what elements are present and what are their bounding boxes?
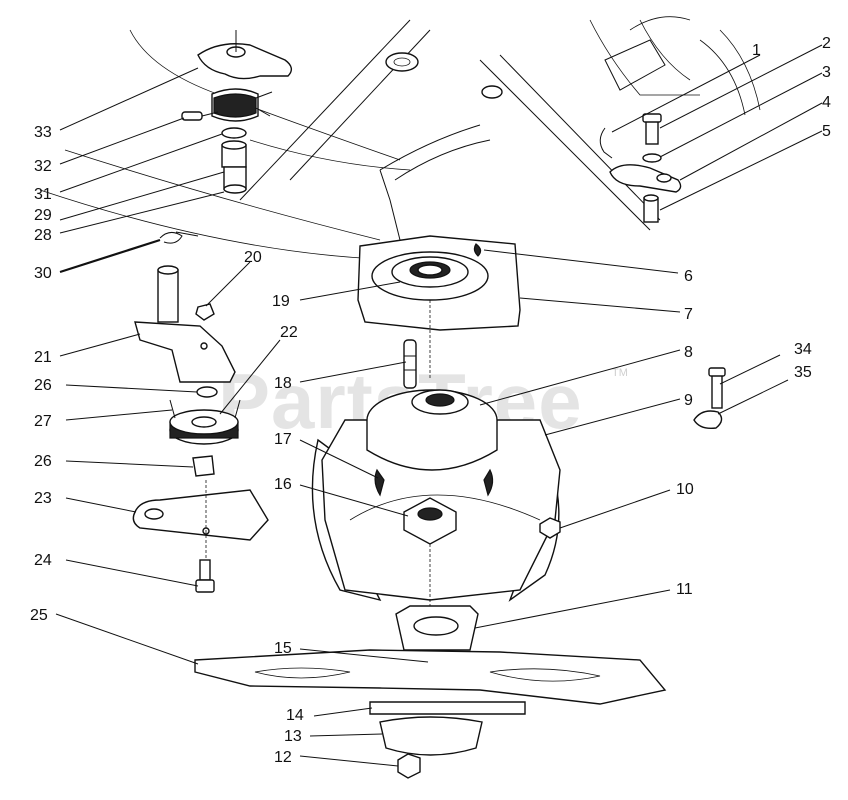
callout-6: 6: [684, 268, 693, 285]
bolt-part-34: [711, 371, 723, 409]
clip-part-17a: [374, 468, 385, 497]
callout-29: 29: [34, 207, 52, 224]
callout-34: 34: [794, 341, 812, 358]
leader-lines: [55, 44, 823, 767]
callout-24: 24: [34, 552, 52, 569]
callout-18: 18: [274, 375, 292, 392]
callout-26-lower: 26: [34, 453, 52, 470]
deck-plate-assembly: [357, 235, 521, 380]
callout-35: 35: [794, 364, 812, 381]
callout-21: 21: [34, 349, 52, 366]
housing-hole: [481, 85, 503, 99]
callout-25: 25: [30, 607, 48, 624]
callout-3: 3: [822, 64, 831, 81]
drive-pin-part-18: [403, 339, 417, 389]
callout-30: 30: [34, 265, 52, 282]
callout-12: 12: [274, 749, 292, 766]
washer-part-3: [642, 153, 662, 163]
callout-23: 23: [34, 490, 52, 507]
callout-16: 16: [274, 476, 292, 493]
spacer-part-26b: [192, 455, 215, 477]
callout-27: 27: [34, 413, 52, 430]
callout-26-upper: 26: [34, 377, 52, 394]
nut-part-10: [539, 517, 561, 539]
callout-8: 8: [684, 344, 693, 361]
belt-part-22: [169, 399, 241, 419]
callout-32: 32: [34, 158, 52, 175]
callout-labels: 1 2 3 4 5 6 7 8 9 10 11 12 13 14 15 16 1…: [30, 35, 831, 766]
washer-part-35: [693, 410, 723, 430]
cover-part-13: [379, 716, 483, 756]
handle-assembly: [181, 30, 293, 194]
callout-20: 20: [244, 249, 262, 266]
clip-part-17b: [483, 468, 494, 497]
callout-14: 14: [286, 707, 304, 724]
bolt-part-24: [199, 559, 211, 581]
callout-10: 10: [676, 481, 694, 498]
callout-5: 5: [822, 123, 831, 140]
pulley-frame-assembly: [311, 367, 726, 610]
callout-33: 33: [34, 124, 52, 141]
callout-19: 19: [272, 293, 290, 310]
idler-assembly: [132, 231, 269, 593]
callout-28: 28: [34, 227, 52, 244]
bracket-part-21: [134, 321, 236, 383]
watermark-trademark: TM: [612, 367, 628, 379]
nut-part-12: [397, 753, 421, 779]
hub-part-16: [403, 497, 457, 545]
pin-part-6: [473, 243, 482, 257]
callout-17: 17: [274, 431, 292, 448]
callout-1: 1: [752, 42, 761, 59]
callout-31: 31: [34, 186, 52, 203]
clip-part-1: [599, 127, 613, 159]
bolt-part-31: [181, 111, 203, 121]
lever-part-33: [197, 43, 293, 80]
plate-part-23: [132, 489, 269, 541]
shaft-part-21: [157, 269, 179, 323]
spacer-part-26: [196, 386, 218, 398]
callout-22: 22: [280, 324, 298, 341]
callout-15: 15: [274, 640, 292, 657]
latch-assembly: [599, 113, 682, 223]
washer-part-29: [221, 127, 247, 139]
callout-13: 13: [284, 728, 302, 745]
callout-11: 11: [676, 581, 693, 598]
stiffener-part-14: [369, 701, 526, 715]
nut-part-20: [195, 303, 215, 321]
blade-assembly: [194, 605, 667, 779]
callout-4: 4: [822, 94, 831, 111]
spring-part-30: [159, 231, 199, 244]
blade-part-25: [194, 649, 667, 705]
housing-boss: [385, 52, 419, 72]
callout-9: 9: [684, 392, 693, 409]
callout-2: 2: [822, 35, 831, 52]
lever-part-4: [609, 164, 682, 193]
callout-7: 7: [684, 306, 693, 323]
